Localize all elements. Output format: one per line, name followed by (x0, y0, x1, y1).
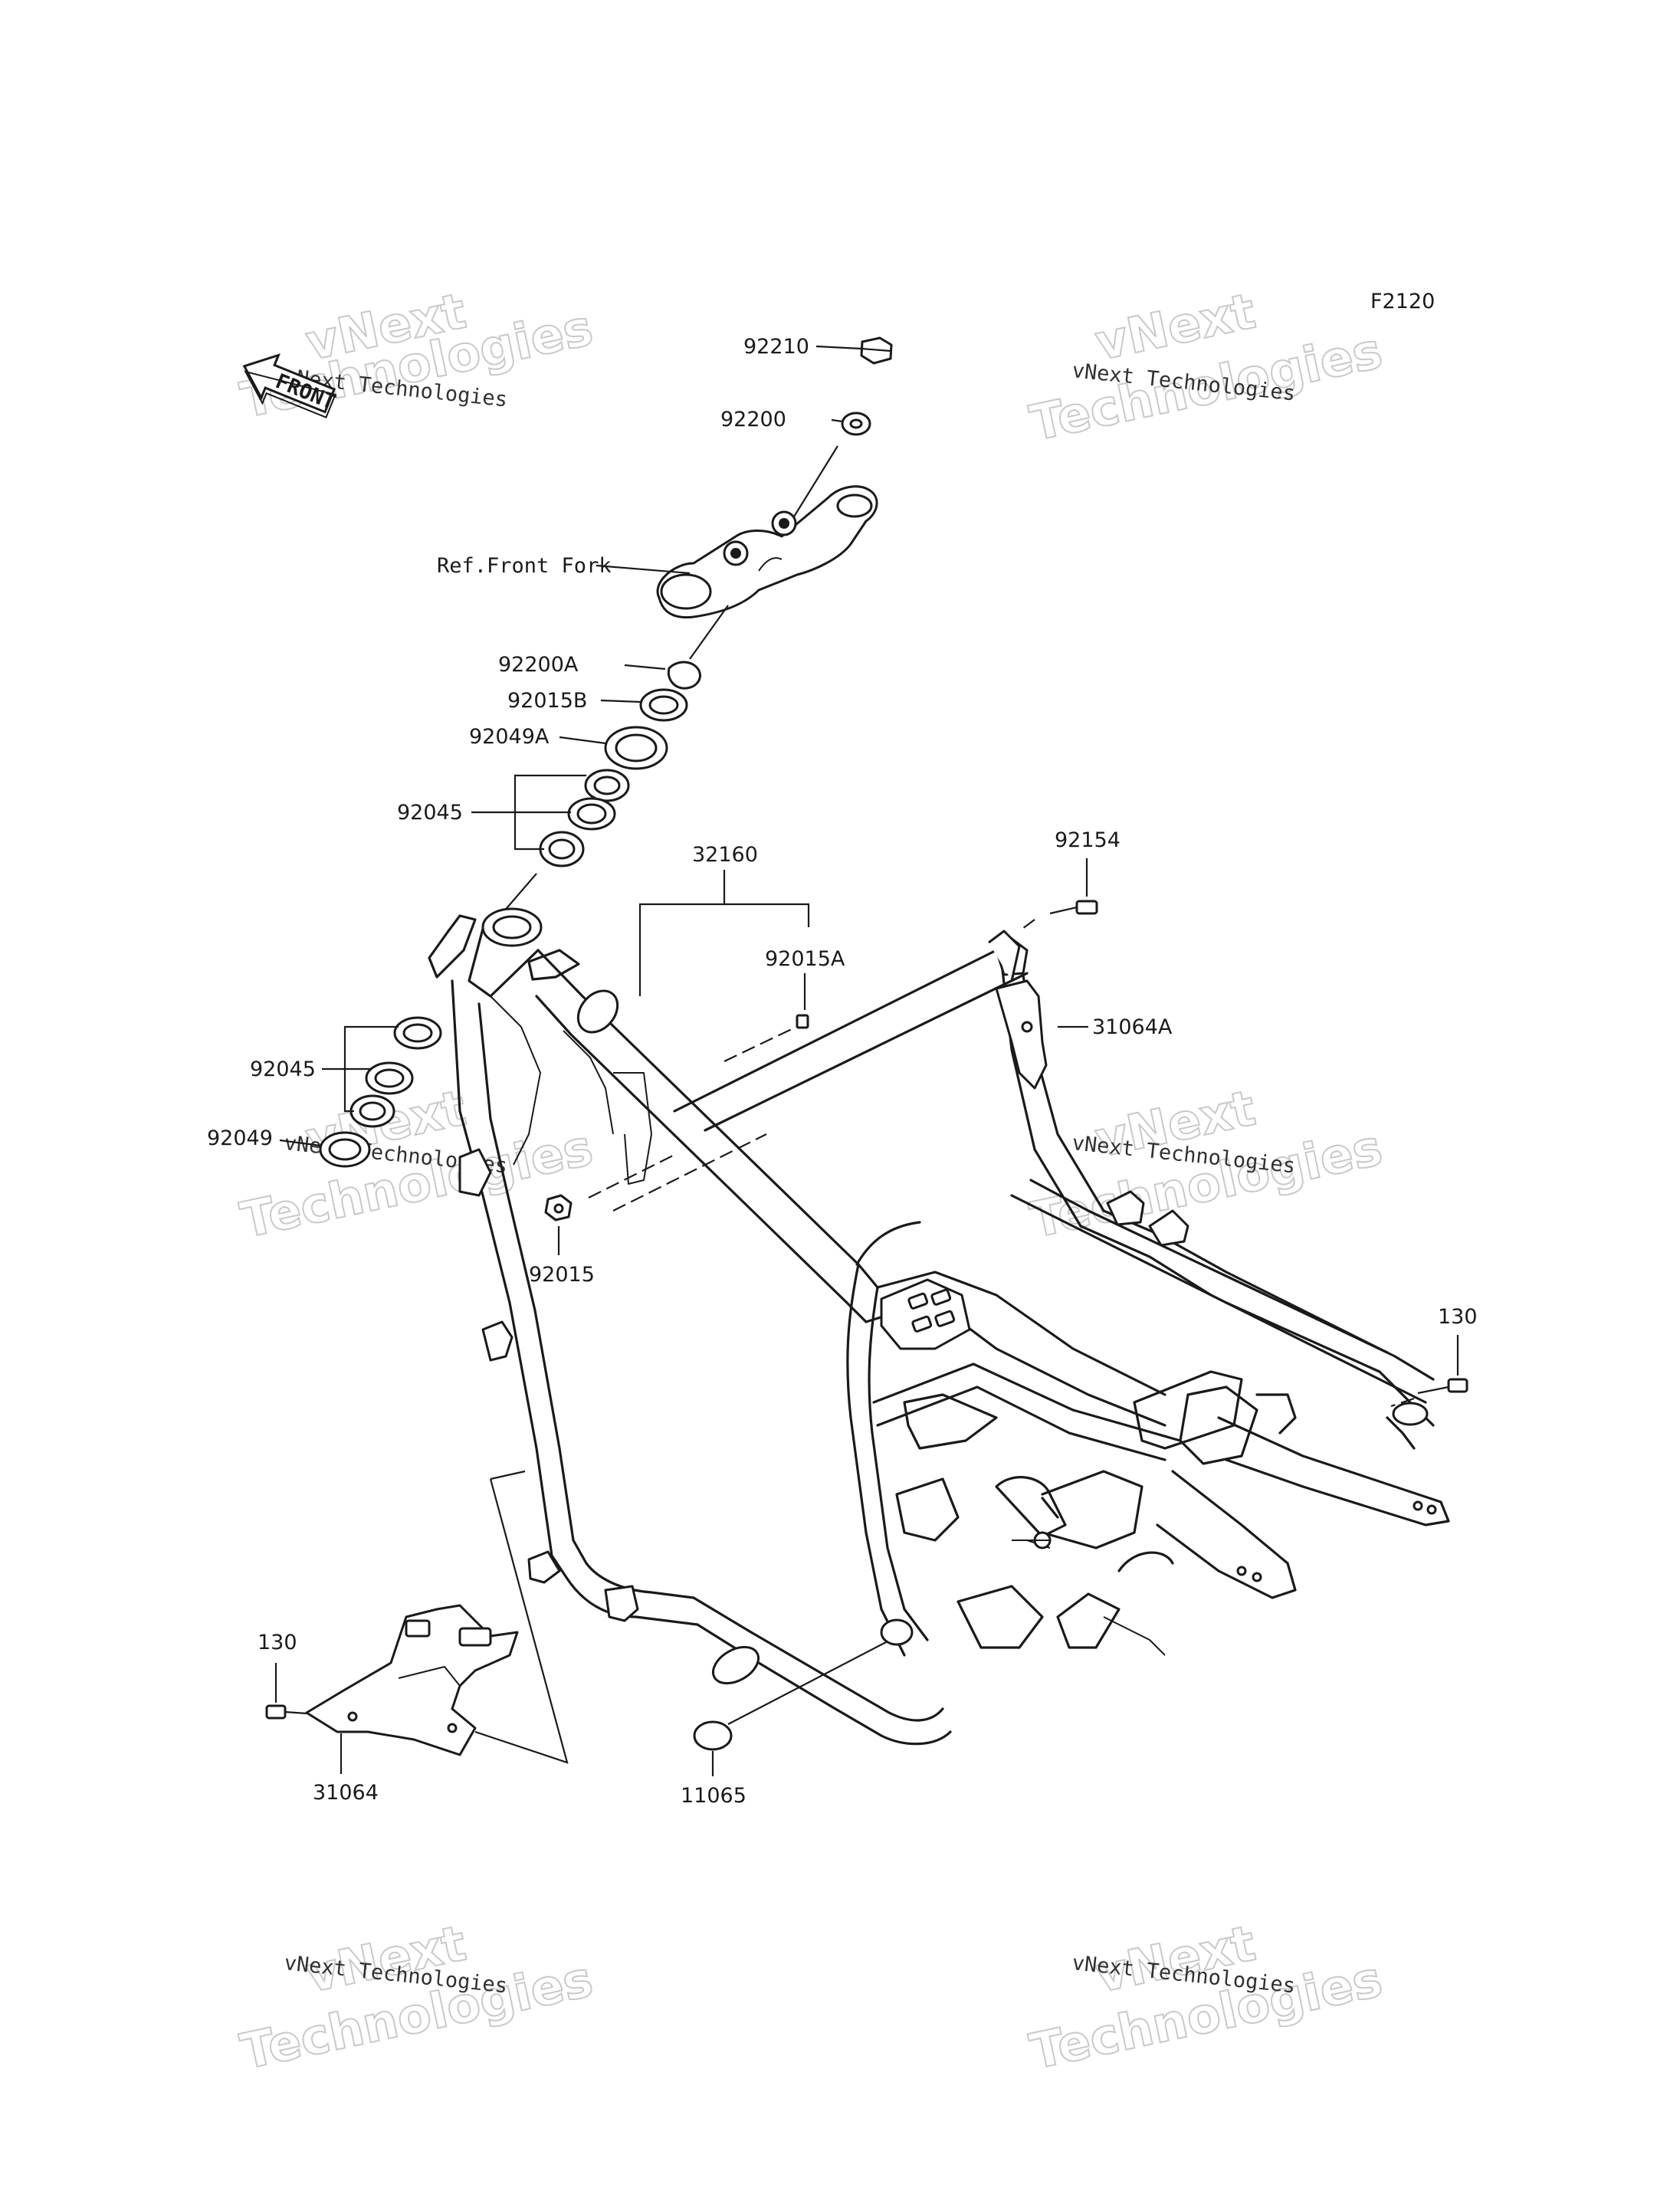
part-92049A-seal (604, 726, 668, 770)
label-92200A: 92200A (498, 653, 579, 677)
part-92015A-nut (796, 1014, 809, 1029)
figure-code: F2120 (1370, 290, 1435, 313)
part-92154-bolt (1049, 900, 1098, 915)
part-31064-bracket (305, 1604, 519, 1756)
label-92045-top: 92045 (397, 801, 463, 825)
label-92210: 92210 (743, 335, 809, 359)
label-ref-front-fork: Ref.Front Fork (437, 554, 612, 578)
watermark-top-right: Technologies vNext vNext Technologies (1025, 282, 1388, 453)
watermark-top-left: Technologies vNext vNext Technologies (235, 282, 599, 430)
label-92049: 92049 (207, 1126, 273, 1150)
part-92200-washer (841, 412, 871, 436)
part-130-bolt-right (1417, 1378, 1468, 1395)
part-92200A-lock-washer (667, 661, 701, 690)
label-92049A: 92049A (469, 725, 550, 749)
label-32160: 32160 (692, 843, 758, 867)
upper-fork-bracket (656, 485, 878, 619)
part-92045-lower-bearing-set (349, 1016, 442, 1128)
part-92015-nut (544, 1194, 573, 1221)
label-31064: 31064 (313, 1781, 379, 1805)
watermark-bottom-right: Technologies vNext vNext Technologies (1025, 1914, 1388, 2081)
label-130-right: 130 (1438, 1305, 1478, 1329)
label-11065: 11065 (681, 1784, 746, 1808)
part-92210-nut (860, 336, 893, 365)
part-32160-cross-member (588, 949, 1029, 1212)
label-92045-bottom: 92045 (250, 1058, 316, 1081)
watermark-mid-left: Technologies vNext vNext Technologies (235, 1079, 599, 1250)
part-11065-plug (693, 1618, 914, 1751)
part-92049-seal (319, 1131, 371, 1168)
part-130-bolt-left (265, 1704, 307, 1720)
label-130-left: 130 (258, 1631, 297, 1654)
label-92015B: 92015B (507, 689, 587, 713)
part-92045-upper-bearing-set (539, 769, 630, 867)
part-92015B-nut (639, 688, 688, 722)
label-31064A: 31064A (1092, 1015, 1173, 1039)
main-frame (428, 907, 1450, 1746)
part-31064A-bracket (988, 930, 1048, 1090)
label-92154: 92154 (1055, 828, 1121, 852)
label-92200: 92200 (720, 408, 786, 431)
watermark-bottom-left: Technologies vNext vNext Technologies (235, 1914, 599, 2081)
label-92015: 92015 (529, 1263, 595, 1287)
label-92015A: 92015A (765, 947, 845, 971)
